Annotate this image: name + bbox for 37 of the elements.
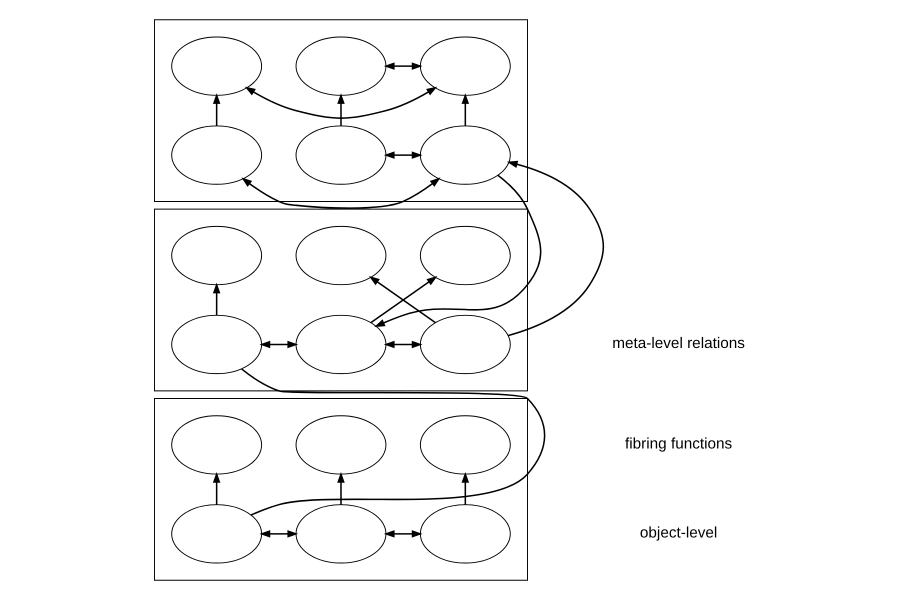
cluster (154, 398, 528, 581)
arrow (462, 93, 470, 126)
arrow (384, 151, 422, 159)
label: object-level (640, 524, 718, 542)
node-ellipse (296, 125, 386, 185)
node-ellipse (296, 36, 386, 96)
label: fibring functions (625, 436, 732, 453)
arrow (506, 160, 604, 336)
node-ellipse (171, 415, 262, 475)
node-ellipse (420, 415, 511, 475)
arrow (337, 472, 345, 505)
arrow (374, 174, 542, 328)
connector (241, 368, 546, 516)
node-ellipse (420, 125, 511, 185)
arrow (212, 472, 220, 505)
node-ellipse (171, 314, 262, 374)
arrow (462, 472, 470, 505)
node-ellipse (420, 504, 511, 564)
node-ellipse (296, 504, 386, 564)
arrow (384, 340, 422, 348)
node-ellipse (296, 415, 386, 475)
node-ellipse (171, 504, 262, 564)
node-ellipse (420, 314, 511, 374)
arrow (260, 340, 298, 348)
node-ellipse (171, 125, 262, 185)
arrow (212, 282, 220, 316)
node-ellipse (171, 226, 262, 286)
cluster (154, 19, 528, 202)
arrow (384, 530, 422, 538)
cluster (154, 208, 528, 392)
arrow (212, 93, 220, 126)
arrow (260, 530, 298, 538)
arrow (384, 62, 422, 70)
arrow (241, 177, 441, 209)
arrow (244, 86, 438, 119)
arrow (337, 93, 345, 126)
label: meta-level relations (612, 335, 745, 352)
